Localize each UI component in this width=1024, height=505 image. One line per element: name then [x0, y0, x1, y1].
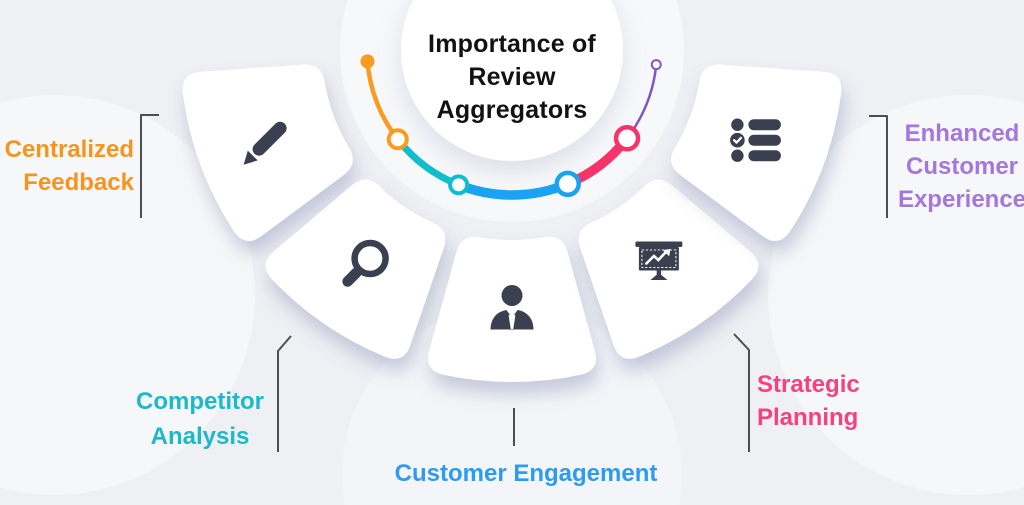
- connector-centralized-feedback: [140, 114, 159, 218]
- card-strategic-planning: [578, 179, 759, 359]
- card-centralized-feedback: [182, 64, 353, 242]
- magnifier-icon: [342, 239, 389, 287]
- card-shape: [182, 64, 353, 242]
- checklist-icon: [730, 118, 781, 162]
- title-line: Importance of: [428, 30, 596, 58]
- center-circle: [401, 0, 623, 161]
- label-line: Competitor: [136, 388, 264, 415]
- card-competitor-analysis: [265, 179, 446, 359]
- label-enhanced-customer-experience: Enhanced Customer Experience: [878, 117, 1024, 216]
- arc-node-end: [650, 59, 662, 71]
- background-blob: [0, 95, 255, 495]
- title-line: Review: [468, 63, 556, 91]
- label-line: Centralized: [4, 136, 134, 163]
- diagram-title: Importance of Review Aggregators: [392, 28, 632, 127]
- background-blob: [342, 305, 682, 505]
- arc-node-1: [386, 128, 409, 151]
- card-enhanced-customer-experience: [671, 64, 842, 242]
- label-customer-engagement: Customer Engagement: [346, 457, 706, 490]
- cards-layer: [182, 64, 842, 383]
- connector-enhanced-customer-experience: [869, 115, 888, 218]
- label-competitor-analysis: Competitor Analysis: [92, 384, 308, 454]
- label-line: Enhanced: [904, 120, 1020, 147]
- pencil-icon: [243, 121, 287, 165]
- label-line: Feedback: [23, 169, 134, 196]
- label-line: Planning: [757, 404, 859, 431]
- arc-node-4: [613, 125, 641, 152]
- presentation-chart-icon: [635, 241, 683, 280]
- label-strategic-planning: Strategic Planning: [757, 368, 987, 434]
- arc-node-start: [360, 54, 375, 69]
- background-decor: [0, 95, 1024, 505]
- card-shape: [428, 236, 596, 383]
- arc-node-3: [554, 170, 581, 198]
- label-line: Customer Engagement: [394, 460, 658, 487]
- title-line: Aggregators: [436, 96, 588, 124]
- connector-strategic-planning: [733, 333, 750, 452]
- background-blob: [768, 95, 1024, 495]
- connector-lines: [140, 114, 888, 452]
- label-line: Customer: [905, 153, 1019, 180]
- person-icon: [490, 285, 534, 330]
- label-centralized-feedback: Centralized Feedback: [0, 133, 134, 199]
- label-line: Analysis: [150, 423, 250, 450]
- label-line: Experience: [897, 186, 1024, 213]
- progress-arc: [360, 54, 662, 200]
- connector-competitor-analysis: [277, 335, 292, 452]
- card-customer-engagement: [428, 236, 596, 383]
- label-line: Strategic: [757, 371, 860, 398]
- arc-node-2: [448, 174, 470, 196]
